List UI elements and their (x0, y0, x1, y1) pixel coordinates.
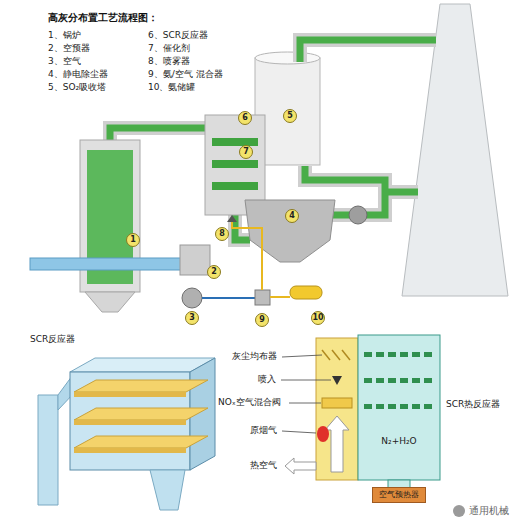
catalyst-block (388, 352, 396, 357)
callout-number: 5 (283, 109, 297, 123)
air-fan (182, 288, 202, 308)
distributor-vane (322, 350, 330, 360)
part-label: 灰尘均布器 (232, 351, 277, 362)
callout-number: 1 (126, 233, 140, 247)
callout-number: 8 (215, 227, 229, 241)
distributor-vane (332, 350, 340, 360)
key-entry: 6、SCR反应器 (148, 30, 208, 41)
ammonia-line (232, 218, 262, 290)
part-label: 喷入 (258, 374, 276, 385)
key-entry: 7、催化剂 (148, 43, 190, 54)
callout-number: 7 (239, 145, 253, 159)
catalyst-block (424, 352, 432, 357)
duct (385, 189, 418, 196)
callout-number: 4 (285, 209, 299, 223)
callout-number: 9 (255, 313, 269, 327)
electrostatic-precipitator (245, 200, 335, 262)
catalyst-block (388, 404, 396, 409)
callout-number: 10 (311, 311, 325, 325)
catalyst-block (424, 378, 432, 383)
catalyst-block (376, 378, 384, 383)
mixing-valve (322, 398, 352, 408)
key-entry: 8、喷雾器 (148, 56, 190, 67)
catalyst-block (364, 352, 372, 357)
section-label: SCR反应器 (30, 334, 75, 345)
catalyst-block (412, 404, 420, 409)
catalyst-rows (364, 352, 432, 409)
callout-number: 2 (207, 265, 221, 279)
air-preheater (180, 245, 210, 275)
callout-number: 3 (185, 311, 199, 325)
duct (300, 40, 436, 62)
flue-gas-marker (317, 426, 329, 442)
leader-lines (281, 355, 331, 433)
fan (349, 206, 367, 224)
gas-arrow (325, 416, 349, 472)
spray-nozzle (332, 376, 342, 385)
gas-label: N₂+H₂O (381, 436, 416, 447)
catalyst-block (400, 404, 408, 409)
part-label: 原烟气 (250, 425, 277, 436)
duct (300, 40, 436, 62)
catalyst-layer (74, 436, 208, 448)
watermark: 通用机械 (469, 505, 509, 517)
part-label: SCR热反应器 (446, 399, 500, 410)
key-entry: 9、氨/空气 混合器 (148, 69, 223, 80)
catalyst-edge (74, 448, 186, 453)
catalyst-layer (212, 138, 258, 146)
key-entry: 4、静电除尘器 (48, 69, 108, 80)
key-entry: 5、SO₂吸收塔 (48, 82, 106, 93)
equipment-box: 空气预热器 (372, 487, 426, 503)
leader-line (289, 403, 321, 404)
watermark-icon (453, 505, 465, 517)
part-label: 热空气 (250, 460, 277, 471)
catalyst-block (364, 378, 372, 383)
duct (385, 185, 418, 199)
ammonia-tank (290, 286, 322, 299)
outlet-duct (150, 470, 185, 510)
diagram-title: 高灰分布置工艺流程图： (48, 12, 158, 24)
catalyst-edge (74, 392, 186, 397)
catalyst-block (376, 404, 384, 409)
catalyst-edge (74, 420, 186, 425)
catalyst-block (364, 404, 372, 409)
key-entry: 1、锅炉 (48, 30, 81, 41)
boiler-hopper (85, 292, 135, 312)
sprayer (227, 215, 237, 222)
catalyst-layer (212, 160, 258, 168)
dust-distributor (322, 350, 350, 360)
air-duct (30, 258, 182, 270)
catalyst-block (412, 378, 420, 383)
catalyst-layer (212, 182, 258, 190)
catalyst-block (400, 378, 408, 383)
chimney (402, 4, 508, 296)
scr-column (358, 335, 440, 480)
catalyst-block (400, 352, 408, 357)
flue-duct (316, 338, 358, 480)
absorber-top (255, 52, 320, 64)
hot-air-arrow (285, 458, 316, 474)
callout-number: 6 (238, 111, 252, 125)
leader-line (282, 355, 322, 357)
key-entry: 2、空预器 (48, 43, 90, 54)
inlet-duct (38, 395, 58, 505)
ammonia-line (270, 296, 290, 298)
catalyst-block (412, 352, 420, 357)
catalyst-layer (74, 380, 208, 392)
box-text: 空气预热器 (379, 490, 419, 500)
part-label: NOₓ空气混合阀 (218, 397, 281, 408)
mixer (255, 290, 270, 305)
catalyst-block (424, 404, 432, 409)
distributor-vane (342, 350, 350, 360)
key-entry: 10、氨储罐 (148, 82, 195, 93)
catalyst-block (376, 352, 384, 357)
leader-line (281, 380, 331, 381)
catalyst-layer (74, 408, 208, 420)
leader-line (282, 431, 316, 433)
air-line (202, 297, 255, 299)
key-entry: 3、空气 (48, 56, 81, 67)
catalyst-block (388, 378, 396, 383)
